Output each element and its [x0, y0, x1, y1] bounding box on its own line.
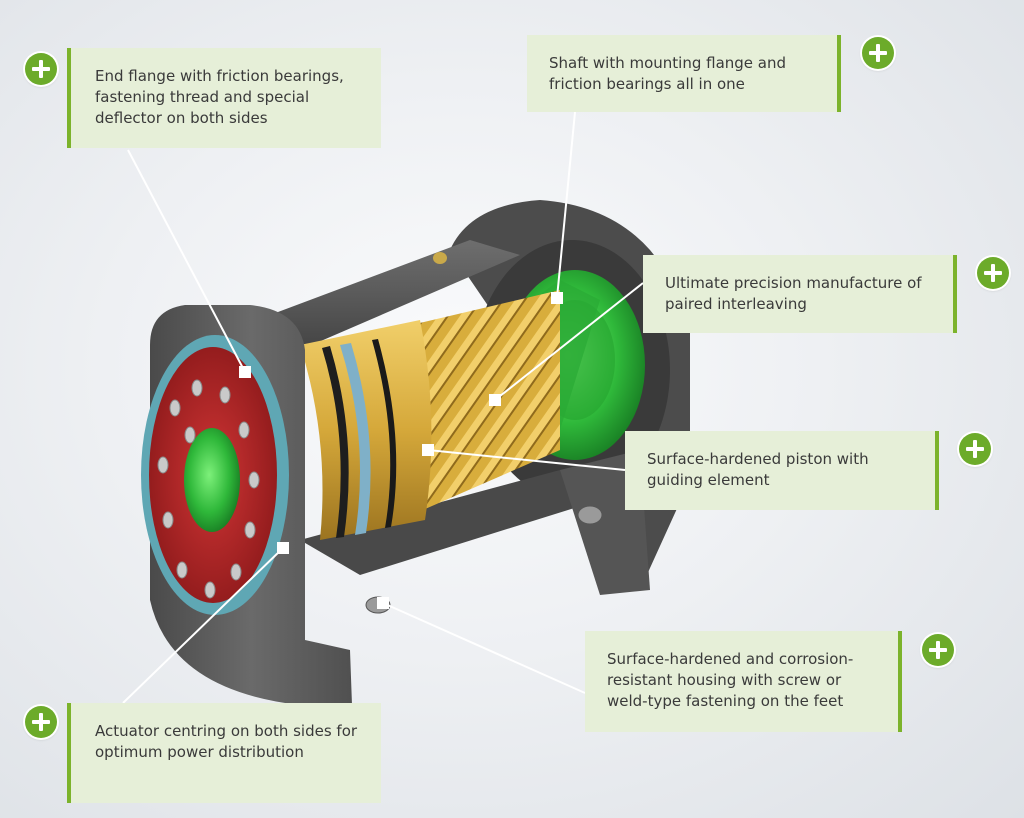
plus-circle-icon[interactable]: [862, 37, 894, 69]
callout-text: Surface-hardened piston with guiding ele…: [647, 450, 869, 489]
callout-text: Ultimate precision manufacture of paired…: [665, 274, 922, 313]
plus-circle-icon[interactable]: [25, 706, 57, 738]
callout-text: Surface-hardened and corrosion-resistant…: [607, 650, 854, 710]
callout-text: Actuator centring on both sides for opti…: [95, 722, 358, 761]
callout-interleaving: Ultimate precision manufacture of paired…: [643, 255, 957, 333]
callout-housing: Surface-hardened and corrosion-resistant…: [585, 631, 902, 732]
plus-circle-icon[interactable]: [977, 257, 1009, 289]
plus-circle-icon[interactable]: [25, 53, 57, 85]
callout-end-flange: End flange with friction bearings, faste…: [67, 48, 381, 148]
plus-circle-icon[interactable]: [959, 433, 991, 465]
callout-piston: Surface-hardened piston with guiding ele…: [625, 431, 939, 510]
callout-text: Shaft with mounting flange and friction …: [549, 54, 787, 93]
callout-text: End flange with friction bearings, faste…: [95, 67, 344, 127]
callout-shaft: Shaft with mounting flange and friction …: [527, 35, 841, 112]
callout-centring: Actuator centring on both sides for opti…: [67, 703, 381, 803]
plus-circle-icon[interactable]: [922, 634, 954, 666]
